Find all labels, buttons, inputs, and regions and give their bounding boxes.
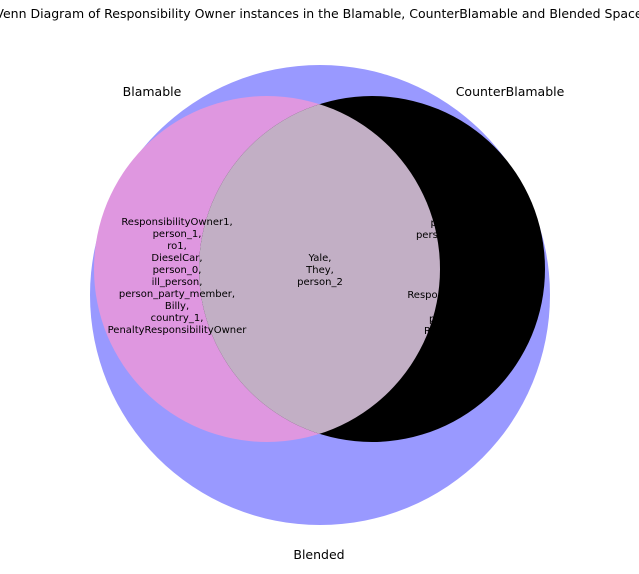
member-name: ro1, (167, 241, 187, 252)
member-name: person_car_owner, (416, 230, 510, 241)
blamable-label: Blamable (123, 84, 182, 99)
member-name: PenaltyResponsibilityOwner (108, 325, 248, 336)
member-name: They, (305, 265, 334, 276)
counterblamable-label: CounterBlamable (456, 84, 565, 99)
member-name: PetrolCar, (439, 302, 488, 313)
member-name: person_emit, (430, 218, 495, 229)
blamable-only-members: ResponsibilityOwner1,person_1,ro1,Diesel… (108, 217, 248, 336)
member-name: man_1, (445, 278, 482, 289)
all-three-members: Yale,They,person_2 (297, 253, 343, 288)
member-name: US, (455, 254, 472, 265)
member-name: person_party_member, (119, 289, 235, 300)
member-name: Bobby, (446, 266, 481, 277)
member-name: ResponsibilityOwner1, (121, 217, 232, 228)
member-name: DieselCar, (151, 253, 202, 264)
member-name: person_bigot, (429, 314, 497, 325)
counterblamable-only-members: person_emit,person_car_owner,doctor,US,B… (407, 218, 518, 337)
chart-title: Venn Diagram of Responsibility Owner ins… (0, 6, 639, 21)
member-name: person_1, (153, 229, 202, 240)
member-name: doctor, (445, 242, 480, 253)
member-name: country_1, (151, 313, 204, 324)
blended-label: Blended (293, 547, 344, 562)
member-name: ResponsibilityOwner2, (407, 290, 518, 301)
member-name: Billy, (165, 301, 189, 312)
member-name: Yale, (308, 253, 332, 264)
member-name: ill_person, (152, 277, 203, 288)
member-name: person_2 (297, 277, 343, 288)
member-name: person_0, (153, 265, 202, 276)
overlap-region (199, 96, 440, 442)
member-name: Robert_Mugabe (424, 326, 502, 337)
